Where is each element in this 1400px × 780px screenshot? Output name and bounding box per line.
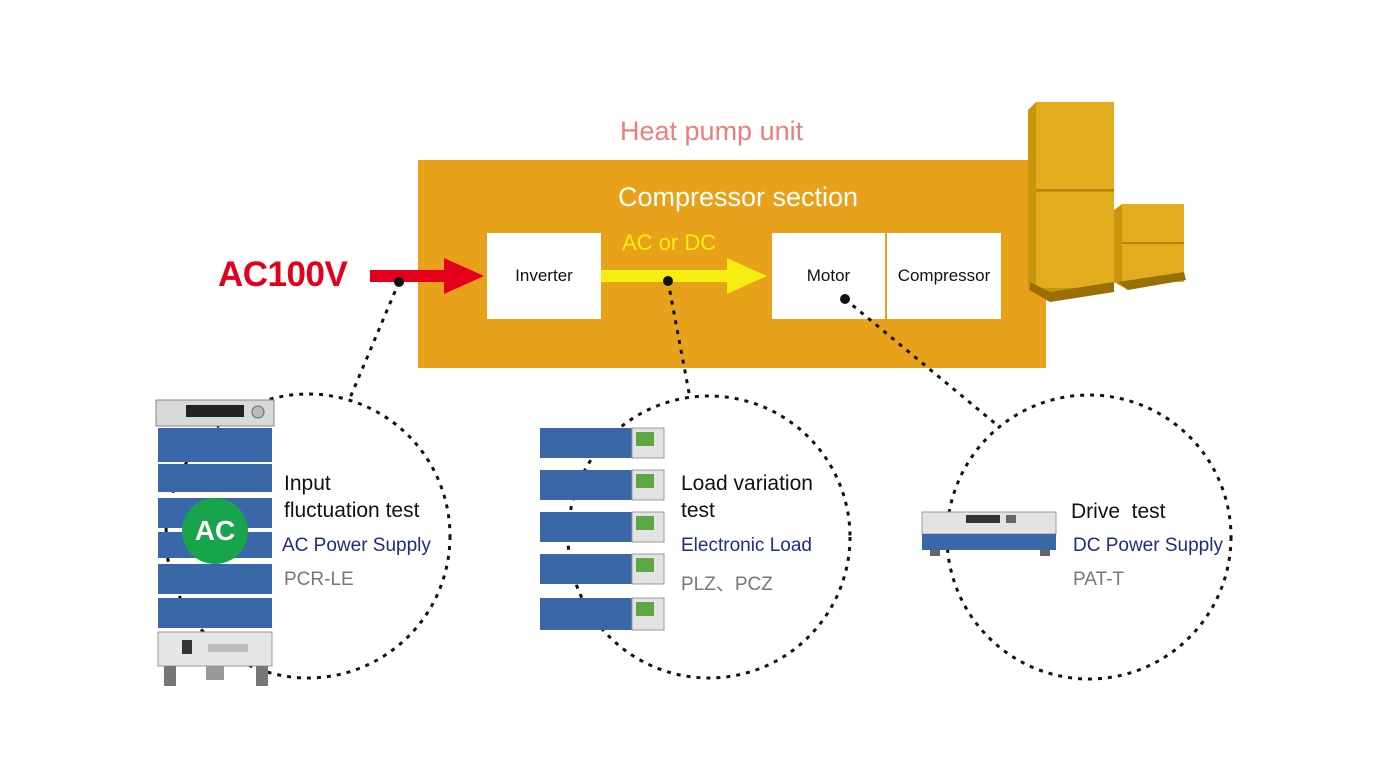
plz-pcz-model-label: PLZ、PCZ	[681, 574, 773, 595]
ac100v-label: AC100V	[218, 255, 348, 294]
motor-box: Motor	[772, 233, 885, 319]
inverter-box: Inverter	[487, 233, 601, 319]
motor-connector	[840, 294, 998, 427]
input-test-name-line2: fluctuation test	[284, 499, 420, 522]
pcr-le-model-label: PCR-LE	[284, 569, 354, 590]
dc-power-supply-illustration	[921, 511, 1057, 556]
heat-pump-units-illustration	[1028, 102, 1186, 302]
ac-dc-arrow	[601, 258, 767, 294]
heat-pump-unit-title: Heat pump unit	[620, 116, 804, 146]
ac-power-supply-label: AC Power Supply	[282, 535, 431, 556]
compressor-section-title: Compressor section	[617, 182, 859, 212]
dc-power-supply-label: DC Power Supply	[1073, 535, 1223, 556]
ac-or-dc-label: AC or DC	[622, 230, 717, 255]
input-test-name-line1: Input	[284, 472, 331, 495]
input-test-circle	[164, 392, 452, 680]
pat-t-model-label: PAT-T	[1073, 569, 1125, 590]
drive-test-circle	[945, 393, 1233, 681]
input-arrow	[370, 258, 484, 294]
load-connector	[663, 276, 692, 399]
load-test-name-line2: test	[681, 499, 715, 522]
compressor-box: Compressor	[887, 233, 1001, 319]
electronic-load-label: Electronic Load	[681, 535, 812, 556]
input-connector	[348, 277, 404, 399]
electronic-load-illustration	[540, 427, 665, 631]
drive-test-name: Drive test	[1071, 500, 1166, 523]
load-test-name-line1: Load variation	[681, 472, 813, 495]
ac-badge: AC	[182, 498, 248, 564]
